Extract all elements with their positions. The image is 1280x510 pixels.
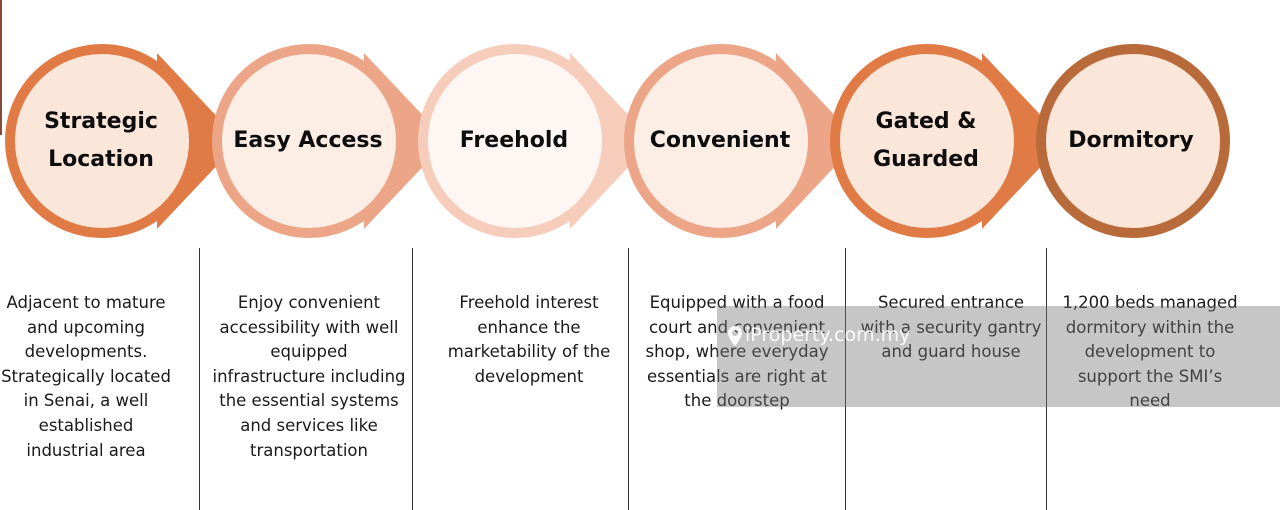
watermark-overlay	[717, 306, 1280, 407]
stage-description-line: and services like	[240, 415, 378, 435]
stage-description-line: essentials are right at	[646, 366, 828, 386]
stage-title-line: Convenient	[649, 128, 791, 153]
stage-circle	[418, 44, 612, 238]
stage-description-line: dormitory within the	[1065, 317, 1235, 337]
stage-description-line: Adjacent to mature	[6, 293, 166, 312]
column-divider	[1046, 248, 1047, 510]
stage-description-line: accessibility with well	[219, 317, 399, 337]
stage-circle	[624, 44, 818, 238]
stage-description-line: and upcoming	[27, 317, 145, 337]
stage-title: Easy Access	[218, 122, 398, 160]
stage-description-line: the doorstep	[684, 391, 790, 411]
watermark-text: iProperty.com.my	[745, 324, 911, 346]
stage-description-line: Equipped with a food	[649, 293, 825, 312]
stage-description-line: the essential systems	[219, 391, 399, 411]
stage-description-line: Secured entrance	[877, 293, 1025, 312]
stage-title-line: Freehold	[459, 128, 569, 153]
stage-description-line: equipped	[270, 342, 348, 362]
stage-circles	[5, 44, 1230, 238]
stage-circle	[5, 44, 199, 238]
map-pin-icon	[728, 326, 742, 346]
column-divider	[628, 248, 629, 510]
stage-circle	[212, 44, 406, 238]
stage-description: Secured entrance with a security gantry an…	[846, 291, 1056, 365]
stage-description: 1,200 beds managed dormitory within the de…	[1045, 291, 1255, 414]
stage-description: Freehold interest enhance the marketabilit…	[424, 291, 634, 389]
stage-description-line: enhance the	[477, 317, 581, 337]
stage-title-line: Gated &	[875, 109, 977, 134]
stage-description-line: infrastructure including	[212, 366, 406, 386]
stage-description-line: established	[38, 415, 134, 435]
stage-description-line: and guard house	[881, 342, 1021, 362]
stage-circle	[830, 44, 1024, 238]
stage-title: Convenient	[630, 122, 810, 160]
stage-title-line: Location	[48, 147, 154, 172]
stage-description-line: with a security gantry	[860, 317, 1042, 337]
stage-description-line: 1,200 beds managed	[1062, 293, 1238, 312]
stage-description: Enjoy convenient accessibility with well e…	[204, 291, 414, 463]
stage-title: Dormitory	[1041, 122, 1221, 160]
stage-description-line: industrial area	[26, 440, 146, 460]
stage-title-line: Easy Access	[233, 128, 383, 153]
stage-description-line: marketability of the	[447, 342, 611, 362]
stage-description: Adjacent to mature and upcoming developmen…	[0, 291, 191, 463]
stage-title: Gated & Guarded	[836, 103, 1016, 179]
column-divider	[412, 248, 413, 510]
stage-description-line: need	[1129, 391, 1171, 411]
stage-description-line: developments.	[24, 342, 148, 362]
stage-title: Freehold	[424, 122, 604, 160]
stage-description-line: shop, where everyday	[645, 342, 829, 362]
stage-description-line: Enjoy convenient	[237, 293, 381, 312]
stage-title-line: Dormitory	[1068, 128, 1194, 153]
stage-title-line: Guarded	[873, 147, 979, 172]
column-divider	[845, 248, 846, 510]
stage-title-line: Strategic	[44, 109, 158, 134]
column-divider	[199, 248, 200, 510]
stage-description-line: Freehold interest	[459, 293, 599, 312]
stage-circle	[1036, 44, 1230, 238]
stage-description-line: transportation	[250, 440, 368, 460]
stage-description-line: support the SMI’s	[1077, 366, 1223, 386]
stage-description-line: in Senai, a well	[23, 391, 149, 411]
stage-description-line: Strategically located	[1, 366, 171, 386]
left-edge-bar	[0, 0, 2, 135]
stage-description-line: development to	[1084, 342, 1216, 362]
stage-description-line: development	[474, 366, 584, 386]
